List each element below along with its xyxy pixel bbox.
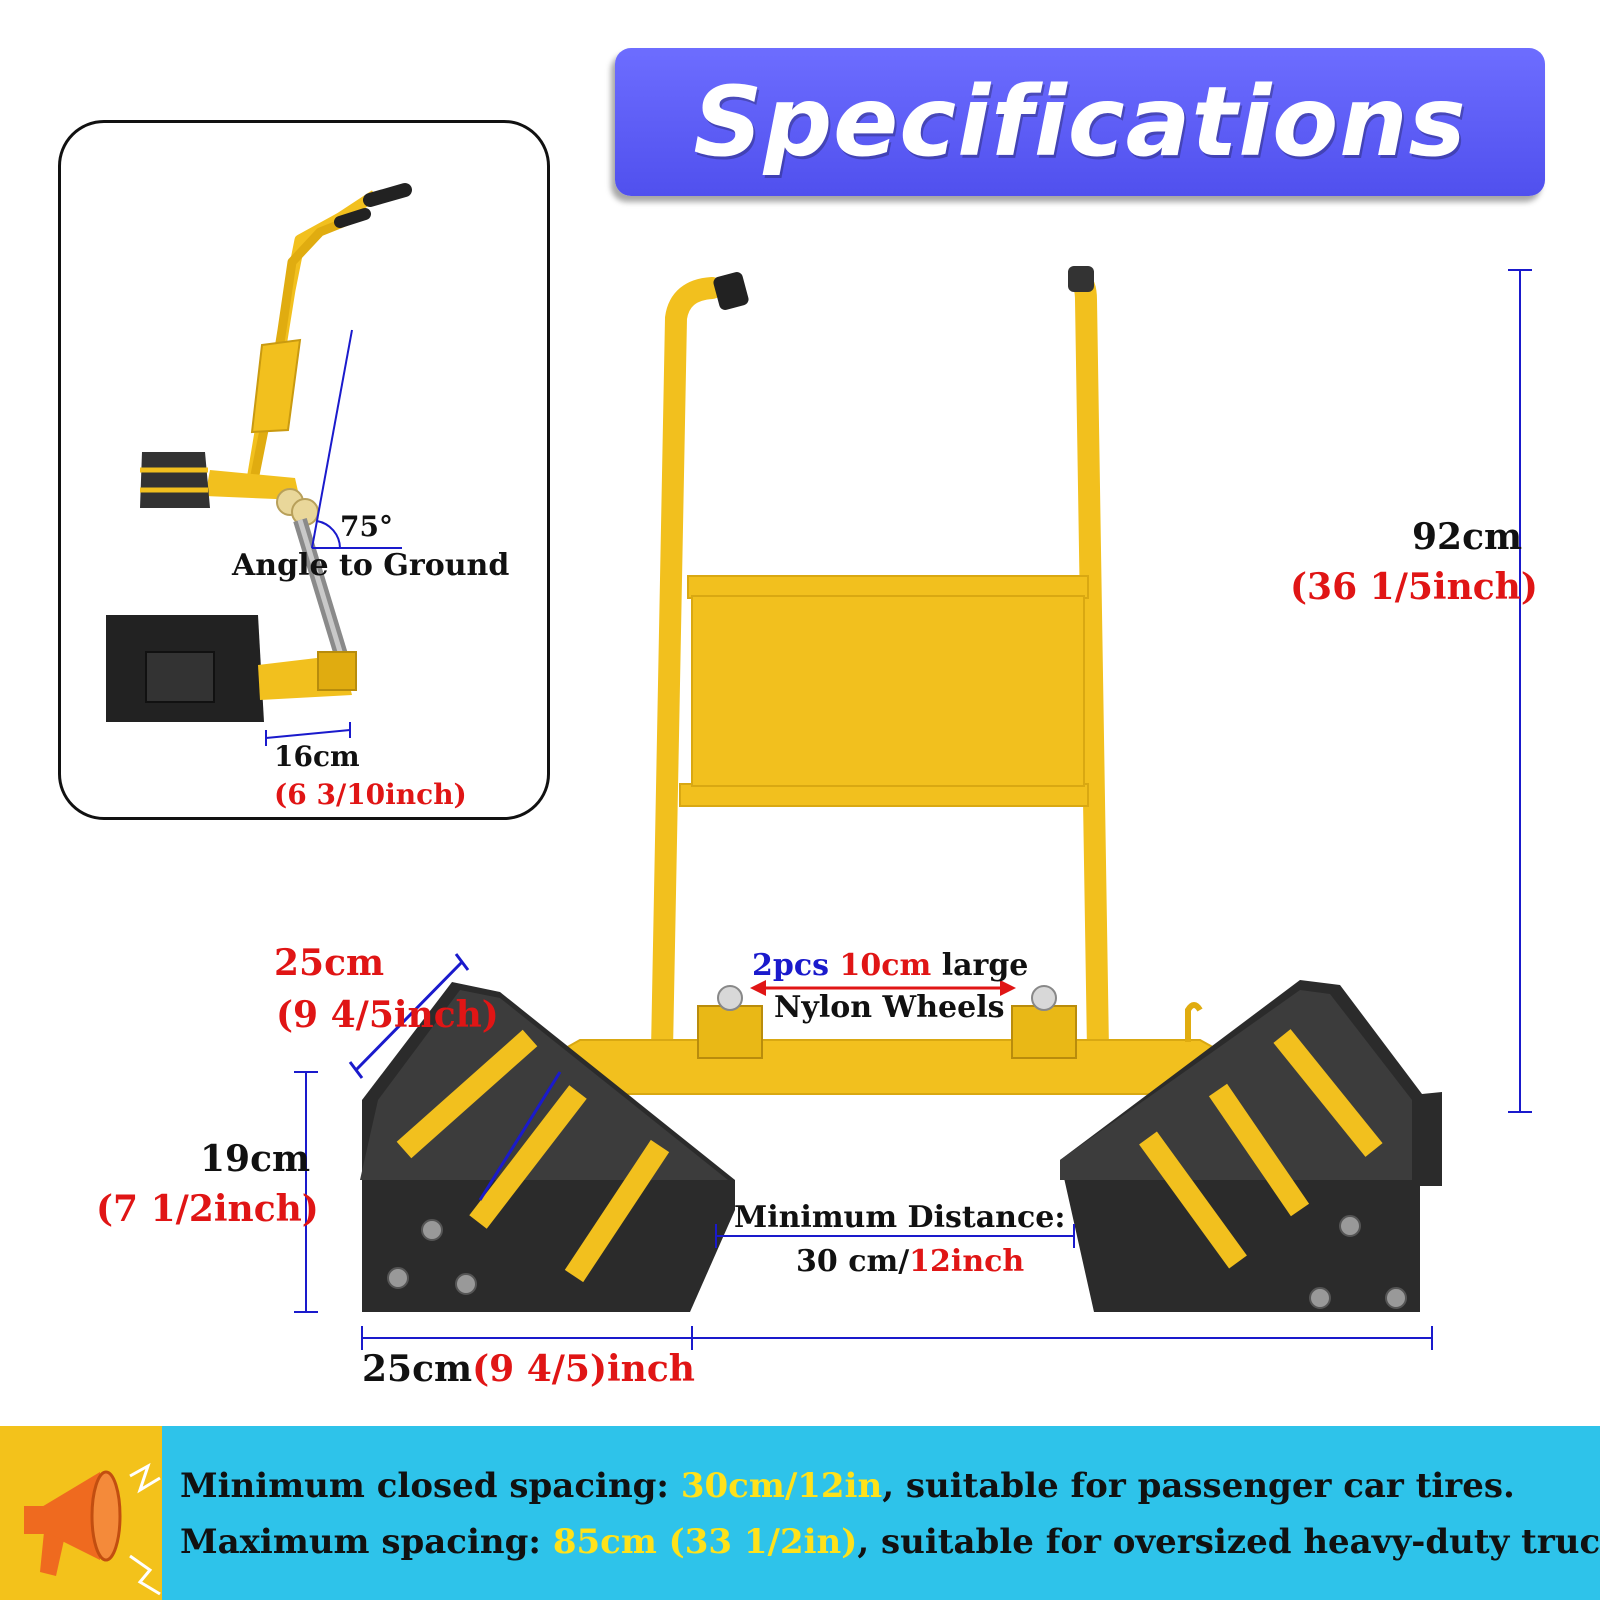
wheels-large: large (941, 948, 1029, 983)
min-distance-inch: 12inch (909, 1244, 1025, 1279)
page-title: Specifications (693, 66, 1467, 178)
footer-line-2-post: , suitable for oversized heavy-duty truc… (857, 1522, 1600, 1562)
chock-height-cm: 19cm (200, 1138, 311, 1180)
footer-line-2-pre: Maximum spacing: (180, 1522, 553, 1562)
footer-line-2-highlight: 85cm (33 1/2in) (552, 1522, 858, 1562)
footer-line-1: Minimum closed spacing: 30cm/12in, suita… (180, 1466, 1515, 1506)
wheels-count: 2pcs (752, 948, 830, 983)
chock-height-inch: (7 1/2inch) (96, 1188, 319, 1230)
min-distance-label: Minimum Distance: (734, 1200, 1066, 1235)
wheel-spacing-arrow (750, 980, 1016, 996)
height-cm-label: 92cm (1412, 516, 1523, 558)
height-inch-label: (36 1/5inch) (1290, 566, 1538, 608)
chock-base-inch: (9 4/5)inch (472, 1348, 695, 1390)
footer-line-1-pre: Minimum closed spacing: (180, 1466, 681, 1506)
footer-line-2: Maximum spacing: 85cm (33 1/2in), suitab… (180, 1522, 1600, 1562)
angle-label: Angle to Ground (232, 548, 510, 583)
min-distance-value: 30 cm/12inch (796, 1244, 1024, 1279)
min-distance-cm: 30 cm/ (796, 1244, 910, 1279)
footer-megaphone-icon (24, 1462, 161, 1596)
inset-width-inch: (6 3/10inch) (274, 778, 467, 811)
wheels-size: 10cm (839, 948, 932, 983)
wheels-name: Nylon Wheels (774, 990, 1005, 1025)
inset-folded-product (106, 183, 412, 746)
title-banner: Specifications (615, 48, 1545, 196)
inset-width-cm: 16cm (274, 740, 360, 773)
chock-slope-cm: 25cm (274, 942, 385, 984)
main-product (360, 266, 1442, 1312)
angle-value: 75° (340, 510, 393, 543)
footer-line-1-post: , suitable for passenger car tires. (882, 1466, 1515, 1506)
dimension-lines (294, 269, 1532, 1350)
footer-banner (0, 1426, 1600, 1600)
footer-line-1-highlight: 30cm/12in (680, 1466, 883, 1506)
chock-base-label: 25cm(9 4/5)inch (362, 1348, 695, 1390)
chock-base-cm: 25cm (362, 1348, 473, 1390)
wheels-label-line1: 2pcs 10cm large (752, 948, 1028, 983)
chock-slope-inch: (9 4/5inch) (276, 994, 499, 1036)
